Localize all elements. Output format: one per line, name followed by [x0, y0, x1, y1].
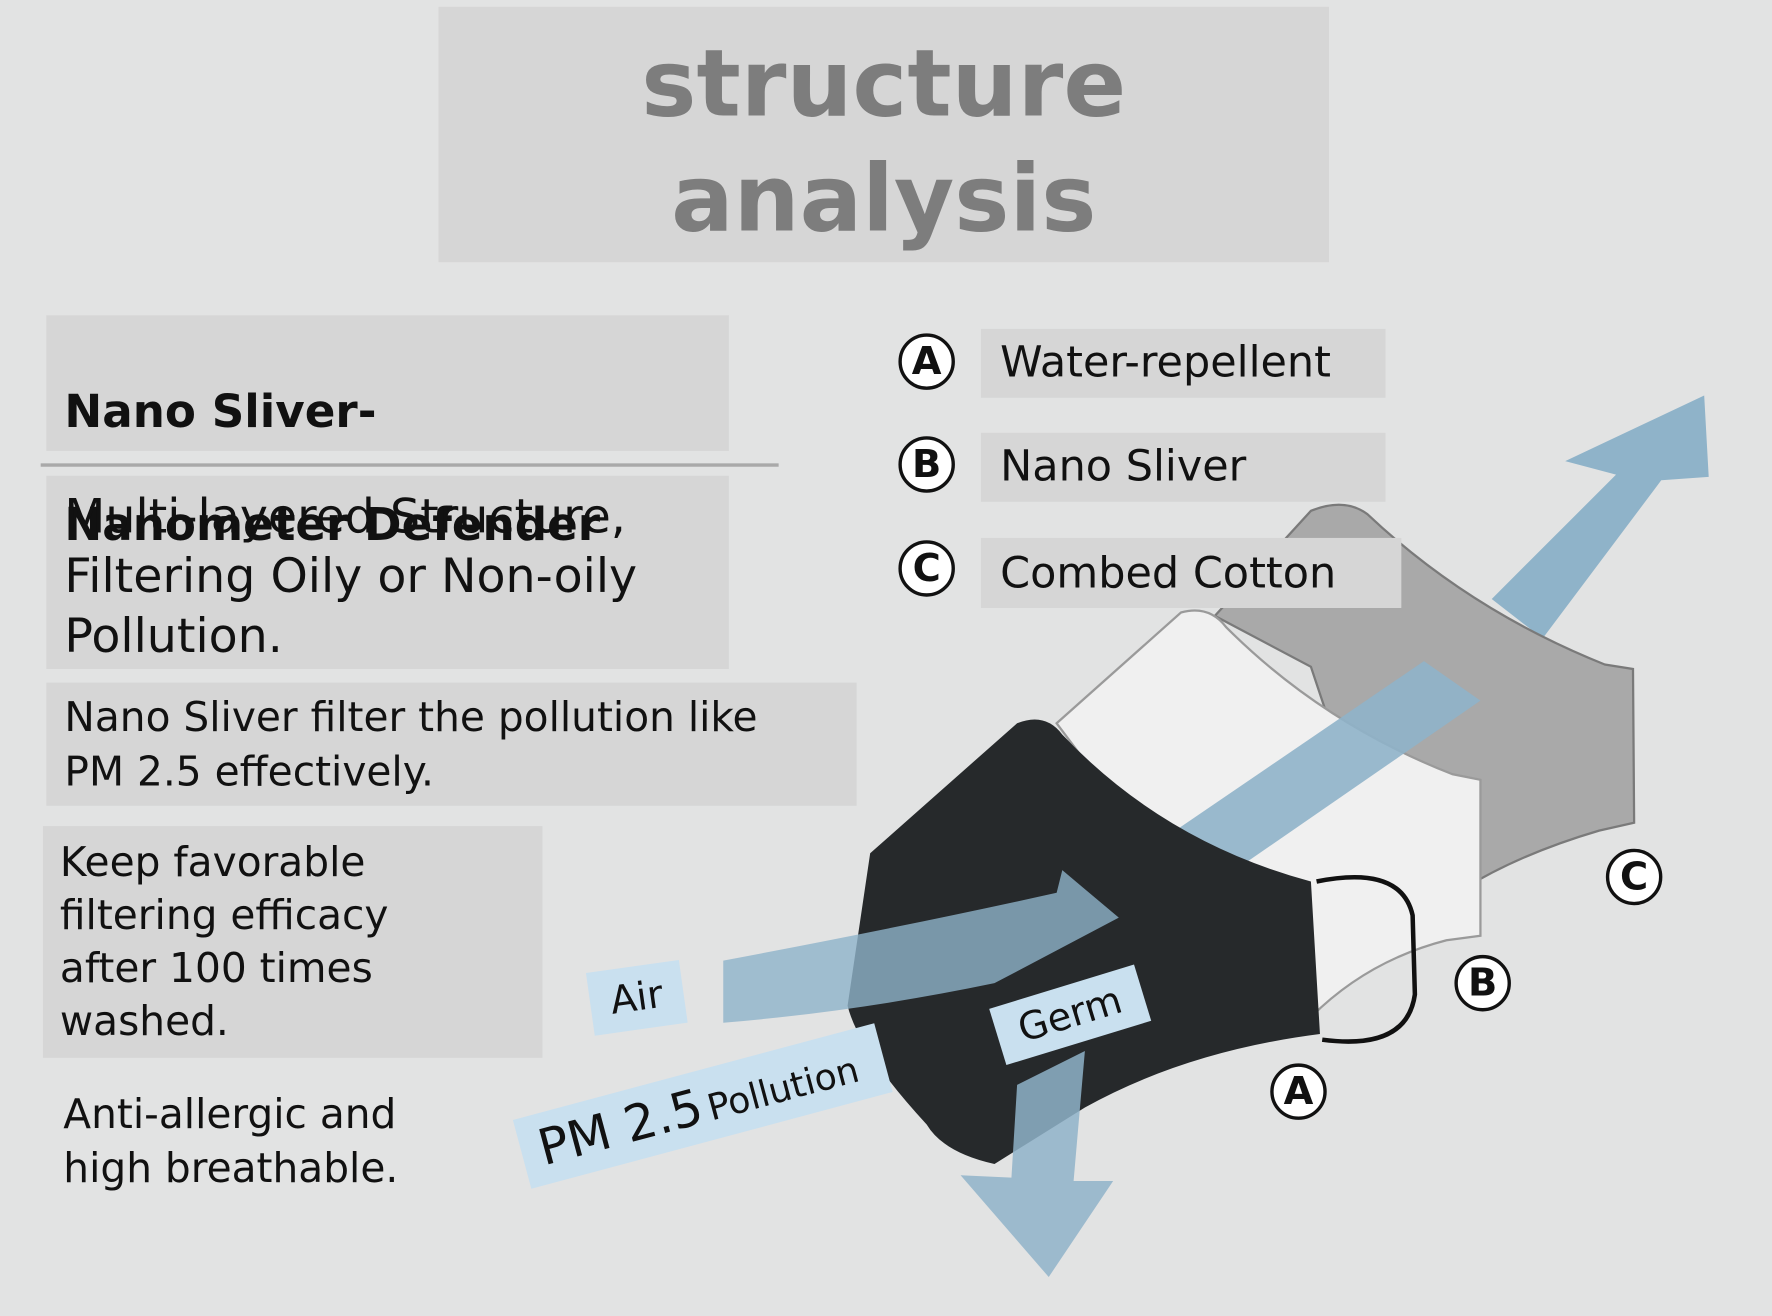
- layer-c-marker: C: [1605, 848, 1663, 906]
- feature-panel-2: [46, 682, 857, 806]
- legend-b-icon: B: [898, 436, 955, 493]
- feature-text-1: Multi-layered Structure, Filtering Oily …: [64, 488, 638, 664]
- legend-b-label: Nano Sliver: [1000, 440, 1247, 491]
- title-banner: structure analysis: [438, 6, 1329, 263]
- pm-pollution-label: PM 2.5 Pollution: [512, 1023, 893, 1189]
- up-arrow: [1491, 395, 1709, 639]
- air-label: Air: [585, 960, 688, 1036]
- feature-text-3: Keep favorable filtering efficacy after …: [59, 839, 389, 1046]
- layer-a-marker: A: [1270, 1063, 1327, 1120]
- heading-line-1: Nano Sliver-: [64, 386, 377, 439]
- legend-a-icon: A: [898, 333, 955, 390]
- heading: Nano Sliver- Nanometer Defender: [64, 328, 600, 611]
- feature-text-2: Nano Sliver filter the pollution like PM…: [64, 695, 758, 796]
- mask-layer-a: [847, 719, 1320, 1165]
- pm-label: PM 2.5: [532, 1078, 710, 1178]
- legend-c-icon: C: [898, 540, 955, 597]
- germ-label: Germ: [989, 964, 1151, 1066]
- mask-layer-b: [1055, 609, 1482, 1019]
- legend-a-panel: [980, 328, 1386, 398]
- heading-line-2: Nanometer Defender: [64, 499, 601, 552]
- mid-arrow-band: [1175, 661, 1481, 865]
- legend-a-label: Water-repellent: [1000, 336, 1331, 387]
- heading-panel: [46, 315, 729, 451]
- layer-b-marker: B: [1454, 954, 1511, 1012]
- legend-b-panel: [980, 432, 1386, 502]
- legend-c-label: Combed Cotton: [1000, 548, 1337, 598]
- feature-panel-1: [46, 475, 729, 670]
- title-line-2: analysis: [671, 145, 1097, 254]
- title-line-1: structure: [641, 30, 1127, 138]
- pollution-label: Pollution: [702, 1047, 864, 1130]
- down-arrow: [960, 1050, 1114, 1278]
- feature-panel-3: [42, 826, 543, 1058]
- divider: [40, 463, 779, 467]
- ear-loop: [1316, 874, 1418, 1044]
- feature-text-4: Anti-allergic and high breathable.: [63, 1091, 399, 1193]
